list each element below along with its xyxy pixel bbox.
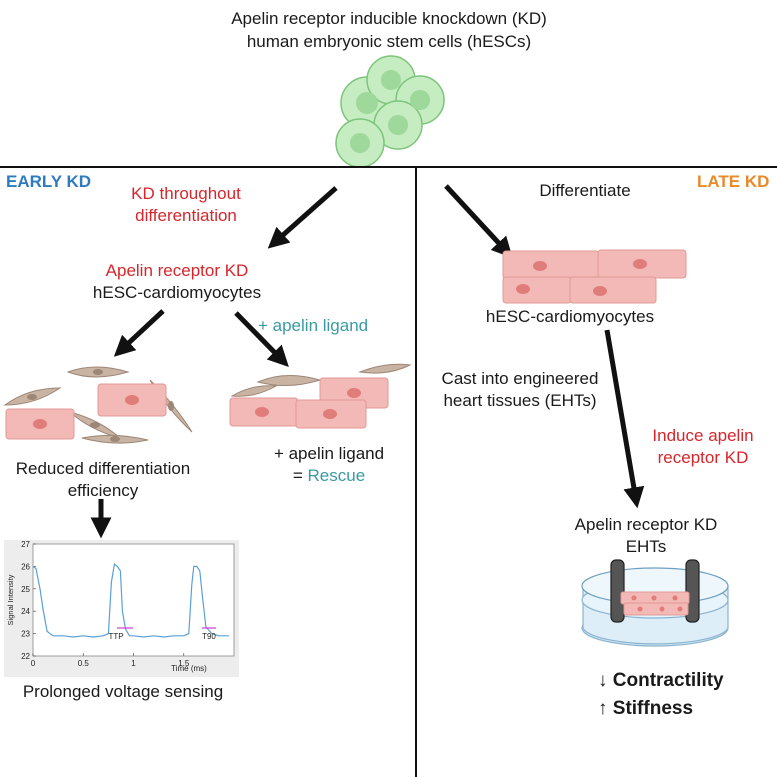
chart-y-tick-label: 23 (21, 630, 30, 639)
reduced-efficiency-line2: efficiency (67, 481, 139, 500)
chart-y-axis-label: Signal Intensity (6, 574, 15, 625)
stiffness-row: ↑ Stiffness (598, 698, 693, 720)
eht-line1: Apelin receptor KD (574, 515, 718, 534)
arrow-to-mixed-cells (113, 309, 165, 357)
cardiomyocyte-cell (569, 276, 657, 304)
diagram-title-line2: human embryonic stem cells (hESCs) (246, 32, 532, 51)
rescue-line2: = Rescue (293, 465, 365, 487)
induce-line2: receptor KD (657, 448, 749, 467)
eht-tissue (623, 602, 689, 616)
stiffness-label: Stiffness (612, 698, 694, 719)
early-cm-line1: Apelin receptor KD (105, 261, 249, 280)
contractility-row: ↓ Contractility (598, 670, 724, 692)
fibroblast-cell (69, 411, 121, 439)
cardiomyocyte-cell (229, 397, 299, 427)
horizontal-divider (0, 166, 777, 168)
cardiomyocyte-cell (97, 383, 167, 417)
differentiate-label: Differentiate (539, 181, 631, 200)
cast-line2: heart tissues (EHTs) (443, 391, 597, 410)
arrow-down-icon: ↓ (598, 670, 608, 691)
chart-x-tick-label: 1 (131, 659, 136, 668)
chart-x-tick-label: 0.5 (78, 659, 90, 668)
fibroblast-cell (66, 366, 130, 378)
fibroblast-cell (3, 387, 62, 406)
chart-y-tick-label: 25 (21, 585, 30, 594)
fibroblast-cell (81, 434, 149, 444)
chart-y-tick-label: 24 (21, 607, 30, 616)
chart-x-tick-label: 0 (31, 659, 36, 668)
fibroblast-cell (230, 385, 278, 397)
arrow-to-late-cm (444, 184, 513, 259)
cast-line1: Cast into engineered (441, 369, 599, 388)
eht-line2: EHTs (625, 537, 667, 556)
chart-y-tick-label: 22 (21, 652, 30, 661)
arrow-to-early-cm (267, 186, 338, 249)
cardiomyocyte-cell (502, 250, 600, 280)
contractility-label: Contractility (612, 670, 724, 691)
cardiomyocyte-cell (319, 377, 389, 409)
chart-series-line (32, 563, 229, 638)
chart-y-tick-label: 26 (21, 562, 30, 571)
fibroblast-cell (256, 374, 322, 386)
chart-plot-area (32, 543, 235, 657)
arrow-up-icon: ↑ (598, 698, 608, 719)
early-kd-heading: EARLY KD (6, 172, 92, 191)
rescue-word: Rescue (307, 466, 366, 485)
diagram-title-line1: Apelin receptor inducible knockdown (KD) (231, 9, 547, 28)
rescue-prefix: = (292, 466, 308, 485)
induce-line1: Induce apelin (652, 426, 754, 445)
ttp-label: TTP (108, 632, 123, 641)
vertical-divider (415, 166, 417, 777)
late-kd-heading: LATE KD (697, 172, 770, 191)
cardiomyocyte-cell (5, 408, 75, 440)
cardiomyocyte-cell (502, 276, 572, 304)
apelin-ligand-label: + apelin ligand (258, 316, 369, 335)
fibroblast-cell (358, 363, 412, 374)
t90-label: T90 (202, 632, 216, 641)
chart-y-tick-label: 27 (21, 540, 30, 549)
kd-throughout-line1: KD throughout (131, 184, 241, 203)
cardiomyocyte-cell (295, 399, 367, 429)
chart-x-tick-label: 1.5 (178, 659, 190, 668)
rescue-line1: + apelin ligand (273, 444, 385, 463)
chart-x-axis-label: Time (ms) (171, 664, 207, 673)
kd-throughout-line2: differentiation (135, 206, 237, 225)
reduced-efficiency-line1: Reduced differentiation (15, 459, 191, 478)
arrow-to-eht (604, 329, 645, 509)
petri-dish-icon (581, 567, 729, 647)
voltage-caption: Prolonged voltage sensing (22, 682, 224, 701)
eht-post-left (610, 559, 625, 623)
voltage-chart: 22 23 24 25 26 27 0 0.5 1 1.5 Signal Intensity T… (4, 540, 239, 677)
eht-post-right (685, 559, 700, 623)
fibroblast-cell (149, 379, 193, 433)
early-cm-line2: hESC-cardiomyocytes (92, 283, 262, 302)
late-cm-label: hESC-cardiomyocytes (485, 307, 655, 326)
cardiomyocyte-cell (597, 249, 687, 279)
eht-tissue (620, 591, 690, 605)
